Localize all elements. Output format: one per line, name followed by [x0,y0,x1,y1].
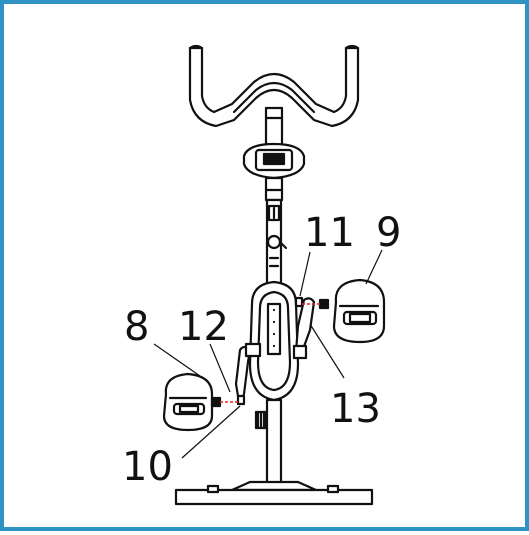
exercise-bike-pedal-diagram: 8 12 10 11 9 13 [122,44,401,506]
leader-line-9 [365,249,383,285]
callout-13: 13 [330,386,381,432]
callout-12: 12 [178,304,229,350]
left-pedal [162,372,222,432]
leader-line-8 [153,343,201,377]
callout-10: 10 [122,444,173,490]
lower-upright [265,398,283,486]
bike-base [174,480,374,506]
right-crank-arm [292,297,316,360]
console-clamp [242,142,306,202]
seat-post [265,198,288,294]
pedal-washer-right [294,296,304,308]
leader-line-13 [309,323,345,379]
leader-line-10 [181,405,241,459]
tension-knob [254,410,269,430]
callout-8: 8 [124,304,149,350]
leader-line-12 [209,343,231,393]
right-pedal [318,278,386,344]
handlebar-post [264,106,284,150]
callout-9: 9 [376,210,401,256]
handlebar [188,44,360,128]
pedal-washer-left [236,394,246,406]
frame-housing [248,280,300,402]
callout-11: 11 [304,210,355,256]
leader-line-11 [299,251,311,297]
